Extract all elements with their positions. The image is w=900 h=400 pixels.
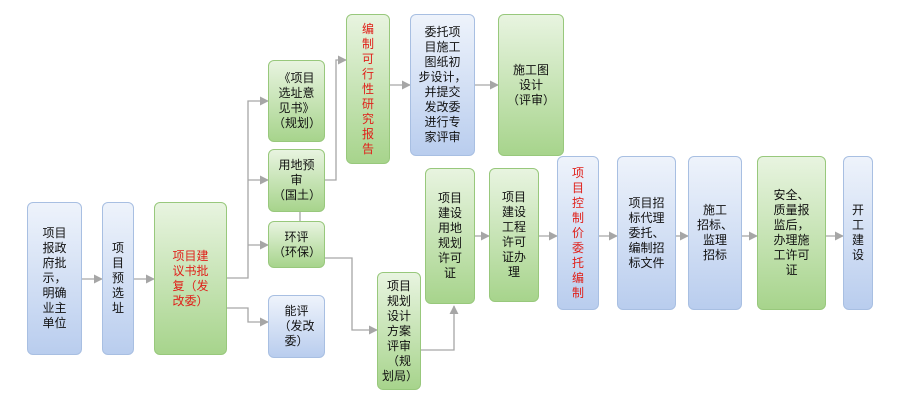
node-start-construction: 开 工 建 设 [843,156,873,310]
node-preselect-site: 项目 预选 址 [102,202,134,355]
arrow-step3-energy [227,307,269,327]
node-bid-agent: 项目招 标代理 委托、 编制招 标文件 [617,156,676,310]
node-construction-drawing: 施工图 设计 （评审） [498,14,564,156]
arrow-plan-landuse [421,305,459,351]
node-site-opinion: 《项目 选址意 见书》 （规划） [268,60,325,142]
node-land-review: 用地预审 （国土） [268,149,325,212]
node-engineering-permit: 项目 建设 工程 许可 证办 理 [489,168,539,302]
node-plan-review: 项目 规划 设计 方案 评审 （规 划局） [377,272,421,390]
node-proposal-approval: 项目建 议书批 复（发 改委） [154,202,227,355]
node-feasibility-report: 编 制 可 行 性 研 究 报 告 [346,14,390,164]
node-energy-assessment: 能评 （发改委） [268,295,325,358]
node-entrust-design: 委托项 目施工 图纸初 步设计， 并提交 发改委 进行专 家评审 [410,14,475,156]
arrow-step3-site [227,96,269,279]
node-landuse-permit: 项目 建设 用地 规划 许可 证 [425,168,475,304]
node-cost-control: 项 目 控 制 价 委 托 编 制 [557,156,599,310]
node-safety-permit: 安全、 质量报 监后， 办理施 工许可 证 [757,156,826,310]
arrow-land-feas [325,55,347,181]
node-env-assessment: 环评 （环保） [268,221,325,268]
node-construction-bid: 施工 招标、 监理 招标 [688,156,742,310]
node-report-government: 项目 报政 府批 示， 明确 业主 单位 [27,202,82,355]
